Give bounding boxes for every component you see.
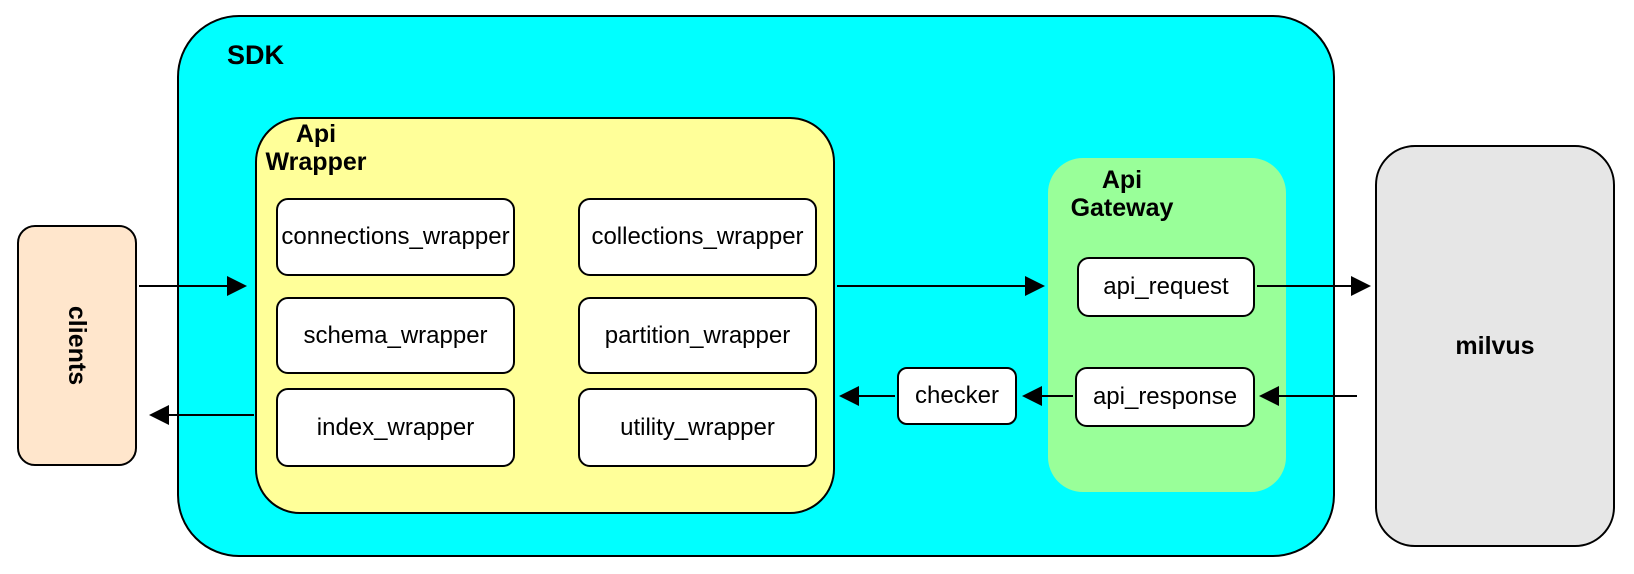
node-index-wrapper: index_wrapper [276, 388, 515, 467]
node-utility-wrapper: utility_wrapper [578, 388, 817, 467]
milvus-label: milvus [1455, 331, 1535, 360]
milvus-node: milvus [1375, 145, 1615, 547]
api-gateway-label-line2: Gateway [1070, 194, 1174, 222]
node-partition-wrapper: partition_wrapper [578, 297, 817, 374]
node-connections-wrapper: connections_wrapper [276, 198, 515, 276]
api-wrapper-label-line1: Api [295, 120, 337, 148]
node-api-response: api_response [1075, 367, 1255, 427]
node-api-request: api_request [1077, 257, 1255, 317]
api-gateway-label-line1: Api [1101, 166, 1143, 194]
node-collections-wrapper: collections_wrapper [578, 198, 817, 276]
clients-label: clients [63, 305, 92, 386]
clients-node: clients [17, 225, 137, 466]
api-gateway-container [1048, 158, 1286, 492]
sdk-label: SDK [227, 40, 285, 70]
node-checker: checker [897, 367, 1017, 425]
api-wrapper-label-line2: Wrapper [265, 148, 367, 176]
node-schema-wrapper: schema_wrapper [276, 297, 515, 374]
